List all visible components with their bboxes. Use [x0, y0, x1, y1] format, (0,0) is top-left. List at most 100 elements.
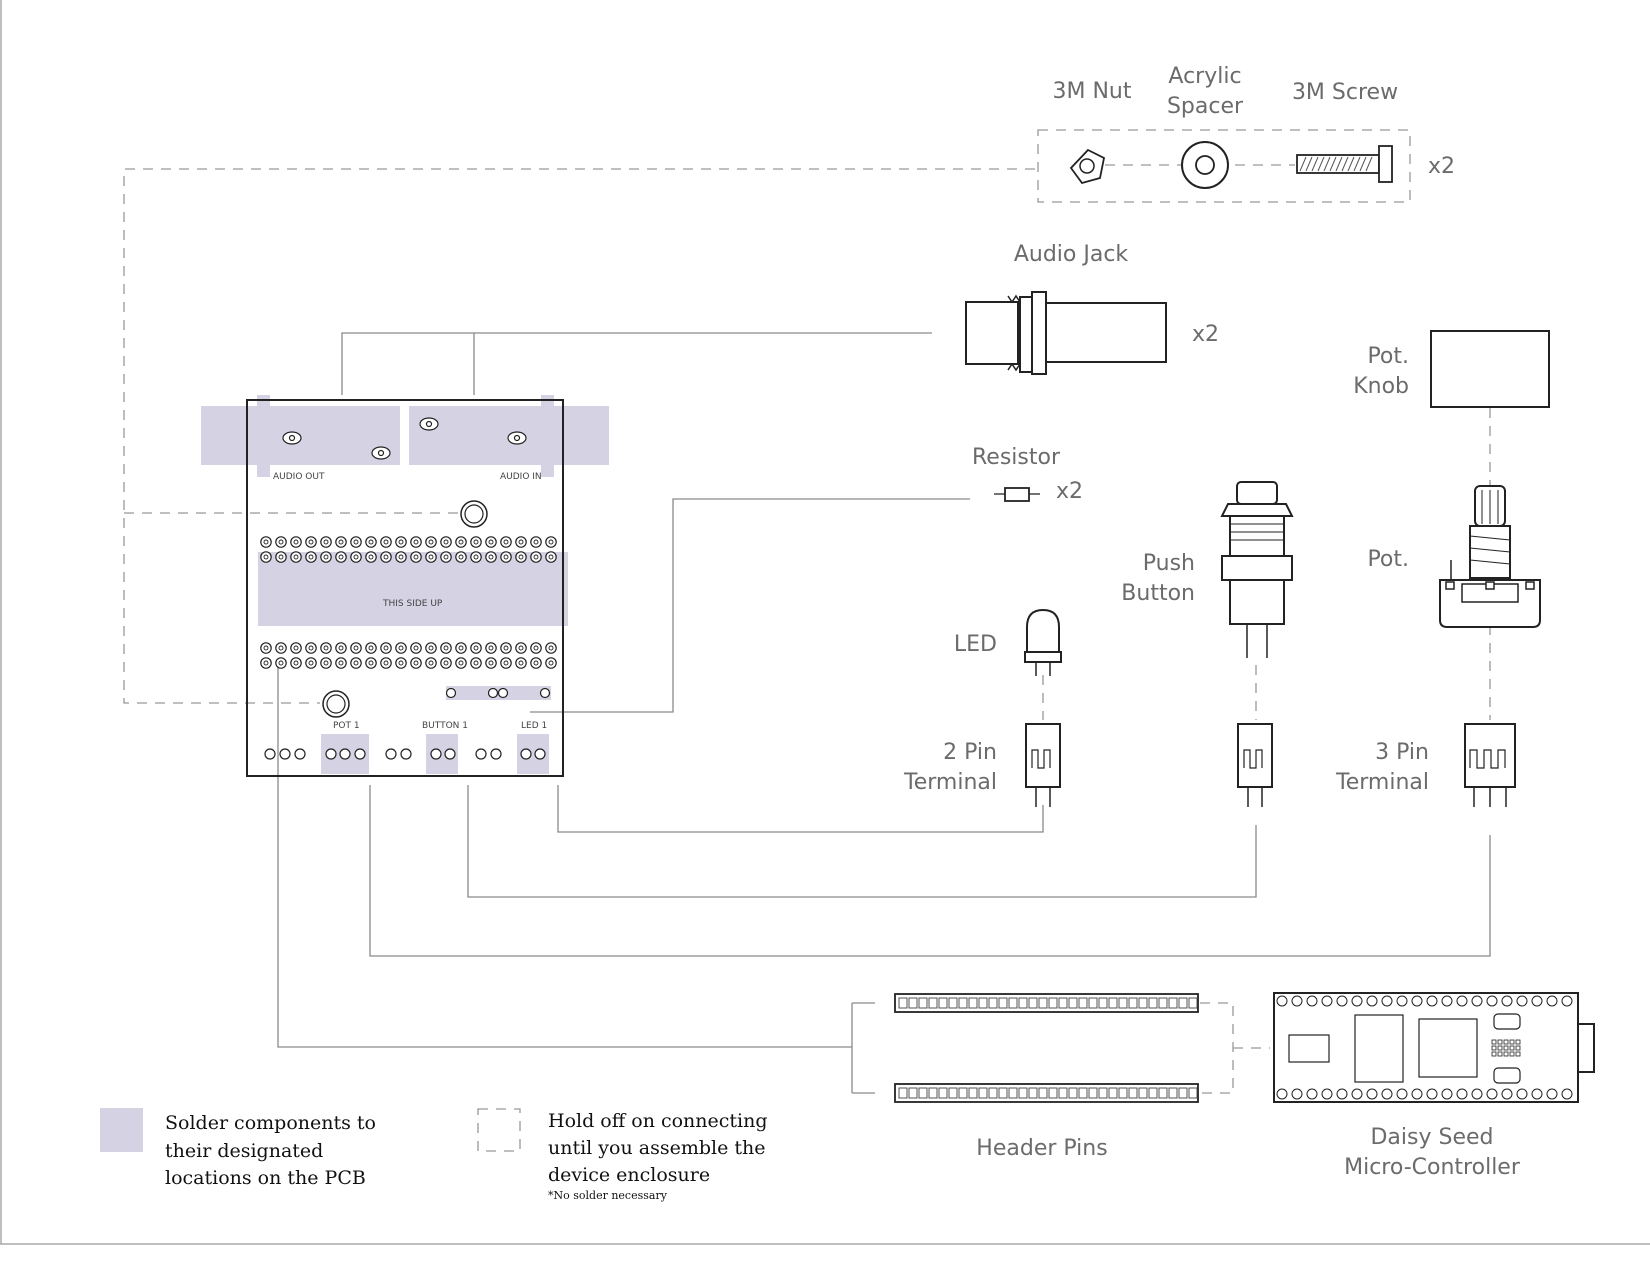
header-pin: [1078, 1087, 1088, 1099]
pin-pad: [410, 551, 422, 563]
pin-pad: [500, 657, 512, 669]
pin-pad: [440, 657, 452, 669]
pin-pad: [275, 551, 287, 563]
resistor-label: Resistor: [972, 445, 1061, 470]
seed-pin: [1306, 1088, 1318, 1100]
header-pin: [1088, 997, 1098, 1009]
header-pin: [958, 997, 968, 1009]
seed-pin: [1546, 1088, 1558, 1100]
pin-pad: [410, 657, 422, 669]
seed-pin: [1411, 995, 1423, 1007]
push-button-icon: [1220, 481, 1294, 658]
legend-hold-note: *No solder necessary: [548, 1189, 668, 1202]
seed-pin: [1426, 995, 1438, 1007]
header-pin: [1178, 997, 1188, 1009]
screw-label: 3M Screw: [1292, 80, 1398, 105]
header-pin: [1038, 997, 1048, 1009]
pin-pad: [425, 642, 437, 654]
header-pin: [928, 997, 938, 1009]
header-pin: [1108, 1087, 1118, 1099]
dashed-connectors: [123, 129, 1491, 1094]
header-pin: [1128, 1087, 1138, 1099]
resistor-icon: [994, 487, 1040, 502]
seed-pin: [1276, 995, 1288, 1007]
pin-pad: [365, 642, 377, 654]
seed-pin: [1336, 995, 1348, 1007]
pin-pad: [335, 642, 347, 654]
pin-pad: [515, 642, 527, 654]
header-pin: [908, 997, 918, 1009]
header-pin: [938, 1087, 948, 1099]
pin-pad: [365, 657, 377, 669]
pin-pad: [530, 536, 542, 548]
pin-pad: [470, 551, 482, 563]
pin-pad: [440, 642, 452, 654]
legend-hold-line3: device enclosure: [548, 1164, 710, 1186]
pcb-audio-in-label: AUDIO IN: [500, 472, 542, 482]
pin-pad: [545, 551, 557, 563]
header-pins-icon: [894, 993, 1199, 1103]
header-pin: [988, 997, 998, 1009]
seed-pin: [1396, 995, 1408, 1007]
screw-qty: x2: [1428, 154, 1455, 179]
seed-pin: [1351, 995, 1363, 1007]
header-pin: [978, 997, 988, 1009]
seed-pin: [1291, 1088, 1303, 1100]
pin-pad: [515, 657, 527, 669]
header-pins-label: Header Pins: [976, 1136, 1107, 1161]
header-pin: [1018, 997, 1028, 1009]
pot-knob-icon: [1430, 330, 1550, 408]
legend-solder-line1: Solder components to: [165, 1112, 376, 1134]
header-pin: [1028, 1087, 1038, 1099]
terminal-2pin-label-line1: 2 Pin: [943, 740, 997, 765]
header-pin: [1178, 1087, 1188, 1099]
seed-pin: [1306, 995, 1318, 1007]
terminal-2pin-label-line2: Terminal: [903, 770, 997, 795]
header-pin: [1118, 997, 1128, 1009]
led-label: LED: [954, 632, 997, 657]
terminal-2pin-led-icon: [1025, 723, 1061, 807]
seed-pin: [1351, 1088, 1363, 1100]
hardware-group-box: [1037, 129, 1411, 203]
solid-connectors: [277, 332, 1491, 1094]
seed-pin: [1366, 1088, 1378, 1100]
header-pin: [938, 997, 948, 1009]
header-pin: [1148, 1087, 1158, 1099]
pin-pad: [350, 551, 362, 563]
header-pin: [948, 1087, 958, 1099]
header-pin: [1158, 1087, 1168, 1099]
pin-pad: [530, 551, 542, 563]
pin-pad: [380, 642, 392, 654]
seed-pin: [1441, 1088, 1453, 1100]
seed-pin: [1561, 995, 1573, 1007]
seed-pin: [1441, 995, 1453, 1007]
header-pin: [1188, 997, 1198, 1009]
seed-pin: [1471, 1088, 1483, 1100]
usb-port: [1577, 1023, 1595, 1073]
pin-pad: [320, 642, 332, 654]
push-button-label-line1: Push: [1143, 551, 1195, 576]
component-pads: [264, 687, 551, 760]
pot-terminal-connector: [369, 785, 1491, 957]
header-pin: [1168, 1087, 1178, 1099]
nut-icon: [1069, 148, 1106, 185]
pin-pad: [320, 536, 332, 548]
seed-pin: [1561, 1088, 1573, 1100]
header-pin: [1188, 1087, 1198, 1099]
seed-pin: [1456, 995, 1468, 1007]
pcb-pot1-label: POT 1: [333, 721, 360, 731]
pin-pad: [260, 551, 272, 563]
pin-pad: [455, 642, 467, 654]
pin-pad: [545, 657, 557, 669]
header-pin: [1038, 1087, 1048, 1099]
header-pin: [1048, 997, 1058, 1009]
header-pin: [918, 1087, 928, 1099]
pin-pad: [515, 536, 527, 548]
audio-jack-qty: x2: [1192, 322, 1219, 347]
pin-pad: [530, 657, 542, 669]
pin-pad: [425, 657, 437, 669]
pot-knob-label-line2: Knob: [1353, 374, 1409, 399]
header-pin: [1138, 997, 1148, 1009]
pin-pad: [275, 536, 287, 548]
header-pin: [968, 997, 978, 1009]
